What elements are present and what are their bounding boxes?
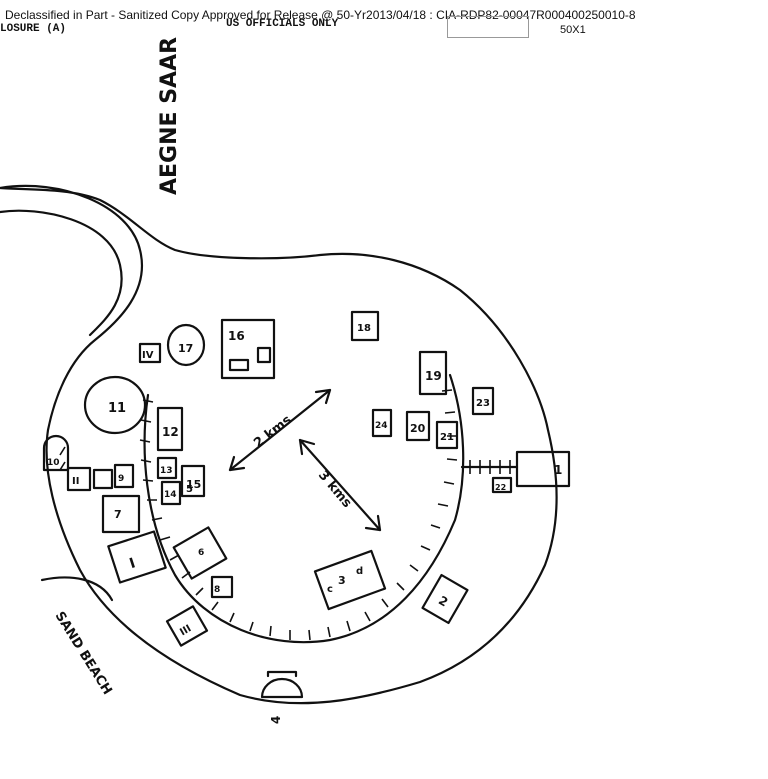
building	[210, 575, 234, 599]
building	[180, 464, 206, 498]
building	[156, 456, 178, 480]
building-label: III	[178, 623, 193, 638]
building	[418, 350, 448, 396]
redaction-box	[447, 16, 529, 38]
beach-line	[40, 576, 114, 602]
building-label: 16	[228, 329, 245, 343]
building	[66, 466, 92, 492]
arrow-2kms	[228, 388, 332, 472]
building	[435, 420, 459, 450]
beach-label: SAND BEACH	[52, 609, 115, 697]
building-label: 14	[164, 490, 177, 500]
building-label: 1	[554, 463, 562, 477]
building-label: 12	[162, 425, 179, 439]
coastline	[0, 184, 558, 705]
building-label: 22	[495, 483, 506, 492]
building-label: 24	[375, 421, 388, 431]
building-label: 7	[114, 508, 122, 521]
building	[92, 468, 114, 490]
distance-label-2kms: 2 kms	[251, 412, 295, 451]
building-label: I	[128, 555, 138, 572]
building	[165, 605, 209, 647]
building-label: 5	[186, 484, 193, 495]
building	[113, 463, 135, 489]
release-header: Declassified in Part - Sanitized Copy Ap…	[5, 8, 636, 22]
building	[471, 386, 495, 416]
building-label: 21	[440, 432, 454, 443]
building-label: 4	[269, 716, 283, 724]
building-10	[42, 434, 70, 472]
building-label: 3	[338, 574, 346, 587]
building-label: 8	[214, 585, 220, 595]
building	[228, 358, 250, 372]
building-label: 18	[357, 323, 371, 334]
building	[138, 342, 162, 364]
south-gate	[260, 677, 304, 699]
building-label: c	[327, 584, 333, 595]
pier	[515, 450, 571, 488]
pond-17	[166, 323, 206, 367]
enclosure-label: LOSURE (A)	[0, 23, 67, 35]
building	[156, 406, 184, 452]
building	[160, 480, 182, 506]
classification-label: US OFFICIALS ONLY	[226, 18, 339, 30]
building-label: IV	[142, 350, 154, 361]
exemption-code: 50X1	[560, 24, 586, 36]
building	[220, 318, 276, 380]
inner-shore	[0, 209, 123, 337]
building-label: 19	[425, 369, 442, 383]
building	[101, 494, 141, 534]
building-label: 13	[160, 466, 173, 476]
building-label: 23	[476, 398, 490, 409]
building-label: d	[356, 566, 363, 577]
building-label: 20	[410, 422, 426, 435]
distance-label-3kms: 3 kms	[315, 468, 355, 511]
railway	[143, 373, 465, 644]
building	[350, 310, 380, 342]
gate-bracket	[266, 670, 298, 678]
building-label: 2	[436, 593, 450, 609]
building	[371, 408, 393, 438]
building-label: 10	[47, 458, 60, 468]
building-label: 15	[186, 478, 201, 491]
building-label: 9	[118, 474, 124, 484]
building	[172, 526, 228, 580]
building-label: 11	[108, 401, 126, 416]
building	[313, 549, 387, 611]
building-label: 6	[198, 548, 204, 558]
place-name: AEGNE SAAR	[157, 37, 182, 195]
building	[405, 410, 431, 442]
building	[421, 573, 469, 625]
pond-11	[83, 375, 147, 435]
building-label: 17	[178, 342, 193, 355]
building	[491, 476, 513, 494]
building	[107, 530, 167, 584]
building-label: II	[72, 476, 79, 487]
building	[256, 346, 272, 364]
arrow-3kms	[298, 438, 382, 532]
